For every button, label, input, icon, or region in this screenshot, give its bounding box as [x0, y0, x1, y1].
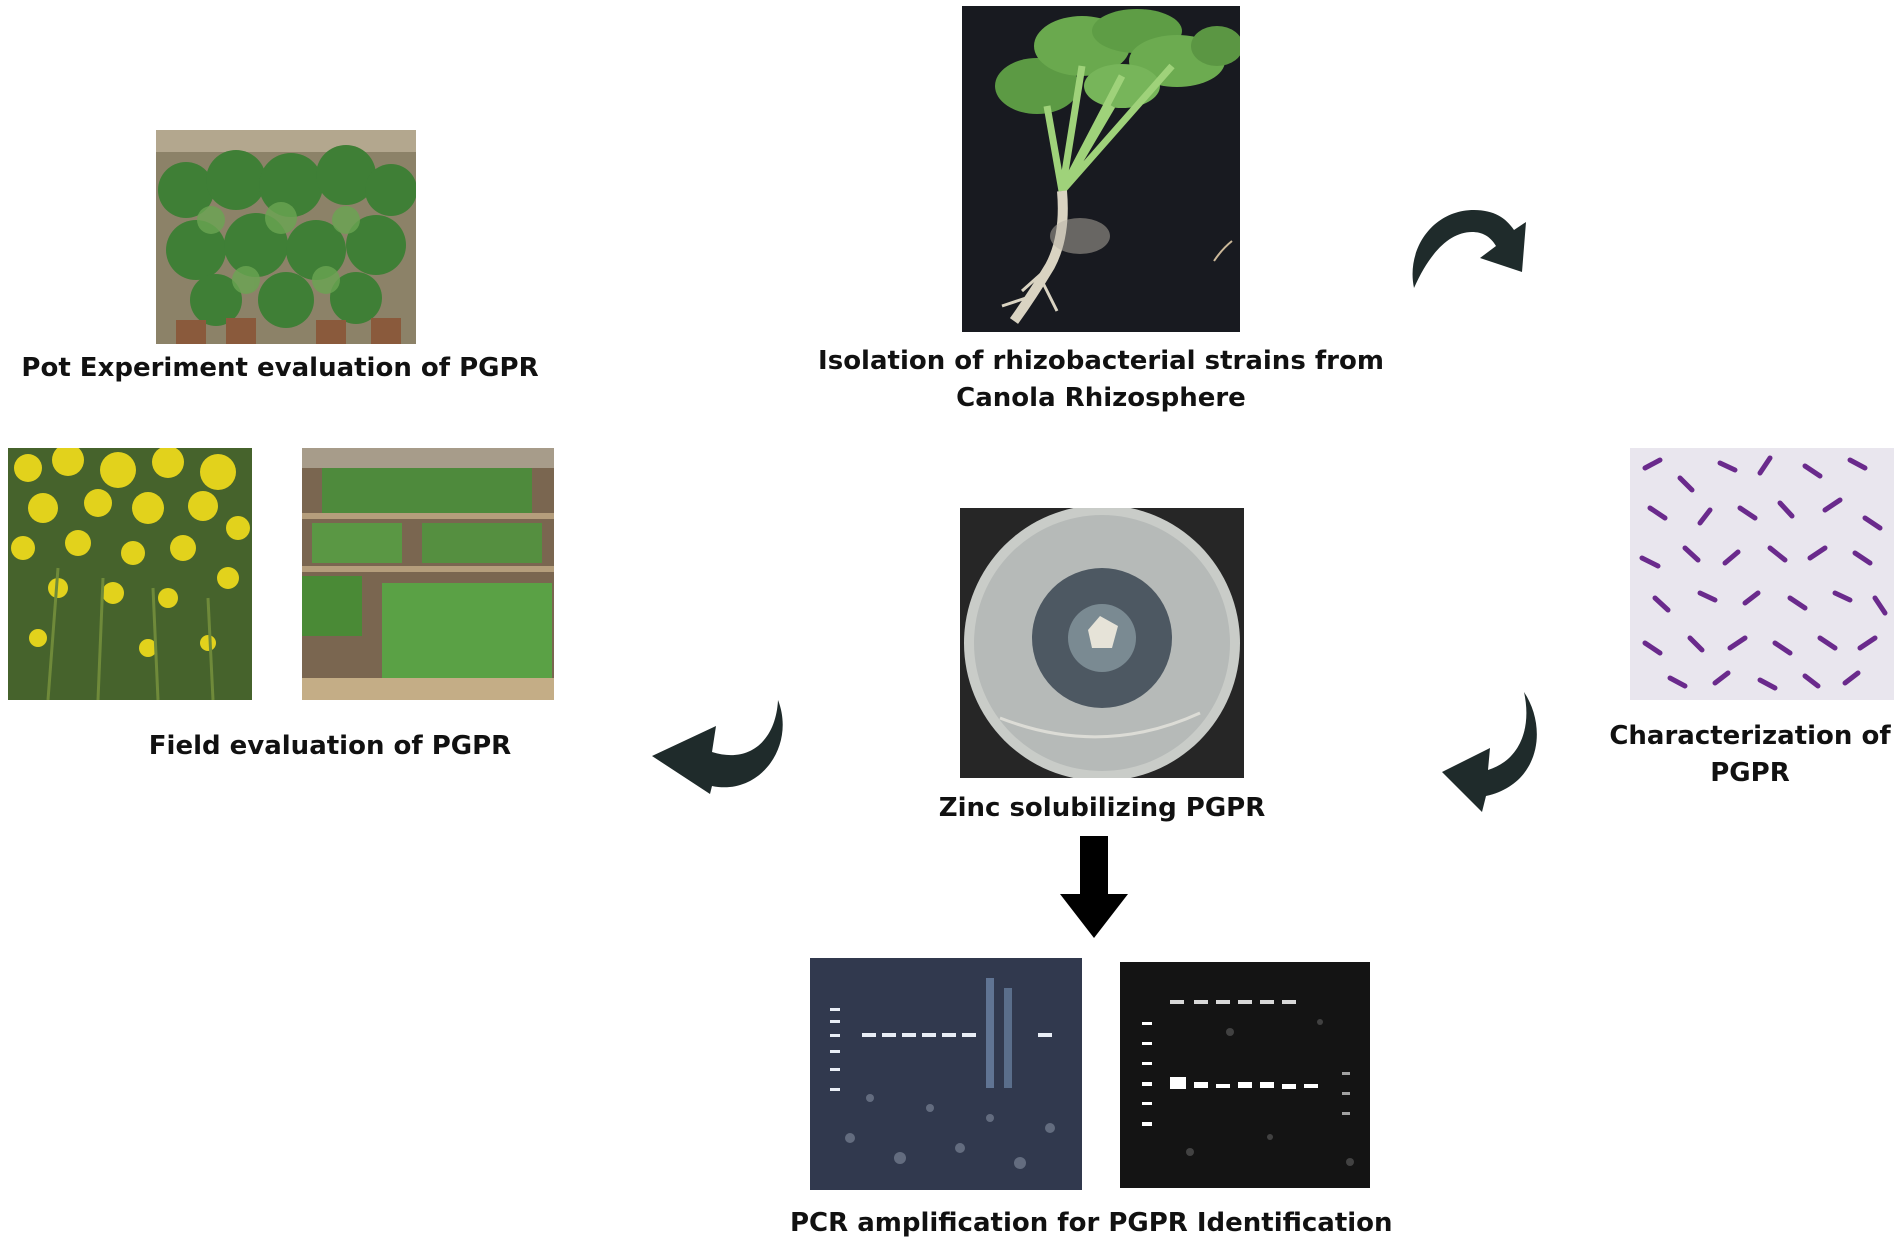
- isolation-caption: Isolation of rhizobacterial strains from…: [772, 343, 1430, 417]
- isolation-caption-line2: Canola Rhizosphere: [956, 383, 1246, 413]
- curved-arrow-top-right-icon: [1402, 200, 1534, 290]
- characterization-caption-line2: PGPR: [1710, 758, 1790, 788]
- flowering-canola-field-photo: [8, 448, 252, 700]
- field-caption: Field evaluation of PGPR: [148, 731, 512, 761]
- characterization-caption-line1: Characterization of: [1609, 721, 1891, 751]
- pot-caption: Pot Experiment evaluation of PGPR: [21, 353, 539, 383]
- zinc-caption: Zinc solubilizing PGPR: [938, 793, 1266, 823]
- curved-arrow-right-icon: [1432, 688, 1548, 814]
- down-arrow-icon: [1058, 836, 1130, 940]
- gel-electrophoresis-photo-2: [1120, 962, 1370, 1188]
- curved-arrow-left-icon: [650, 696, 792, 796]
- field-plots-photo: [302, 448, 554, 700]
- pcr-caption: PCR amplification for PGPR Identificatio…: [790, 1208, 1393, 1238]
- isolation-caption-line1: Isolation of rhizobacterial strains from: [818, 346, 1384, 376]
- canola-plant-photo: [962, 6, 1240, 332]
- petri-dish-photo: [960, 508, 1244, 778]
- characterization-caption: Characterization of PGPR: [1600, 718, 1900, 792]
- potted-canola-plants-photo: [156, 130, 416, 344]
- gel-electrophoresis-photo-1: [810, 958, 1082, 1190]
- bacteria-microscopy-photo: [1630, 448, 1894, 700]
